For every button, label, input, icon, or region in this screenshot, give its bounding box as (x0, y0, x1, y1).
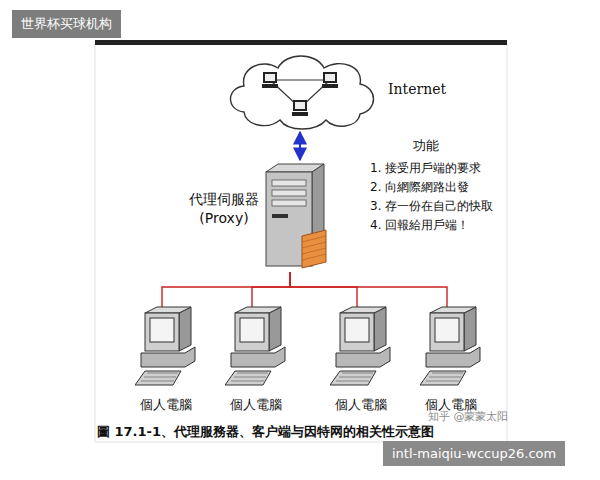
network-link (270, 80, 330, 108)
screen (150, 318, 174, 342)
node-illustration (225, 305, 287, 391)
computer-icon (262, 72, 278, 88)
figure-caption: 圖 17.1-1、代理服務器、客户端与因特网的相关性示意图 (97, 423, 434, 441)
node-label: 個人電腦 (230, 397, 282, 414)
keyboard (420, 371, 466, 385)
drive-bay (272, 180, 306, 186)
key-row (342, 373, 373, 374)
keyboard (330, 371, 376, 385)
monitor-top (340, 307, 386, 313)
monitor-top (145, 307, 191, 313)
drive-bay (272, 200, 306, 206)
keyboard (225, 371, 271, 385)
node-label: 代理伺服器 (Proxy) (186, 190, 262, 228)
computer-icon (292, 100, 308, 116)
key-row (231, 381, 264, 382)
key-row (144, 377, 176, 378)
function-item: 3. 存一份在自己的快取 (370, 198, 493, 215)
monitor-top (430, 307, 476, 313)
key-row (429, 377, 461, 378)
function-item: 1. 接受用戶端的要求 (370, 160, 481, 177)
key-row (426, 381, 459, 382)
firewall-brick (302, 248, 326, 254)
key-row (147, 373, 178, 374)
pc-base (336, 347, 390, 367)
key-row (141, 381, 174, 382)
monitor-top (235, 307, 281, 313)
monitor (340, 313, 374, 351)
top-rule (95, 40, 507, 45)
firewall-shield (302, 230, 326, 268)
keyboard (135, 371, 181, 385)
node-illustration (222, 50, 378, 130)
monitor-side (269, 307, 281, 351)
monitor (235, 313, 269, 351)
screen (345, 318, 369, 342)
monitor (430, 313, 464, 351)
monitor-side (374, 307, 386, 351)
computer-icon (322, 72, 338, 88)
key-row (336, 381, 369, 382)
firewall-brick (302, 254, 326, 260)
node-label: 個人電腦 (140, 397, 192, 414)
node-illustration (135, 305, 197, 391)
drive-bay (272, 190, 306, 196)
personal-computer: 個人電腦 (330, 305, 392, 391)
monitor-side (464, 307, 476, 351)
drive-bay (272, 214, 288, 218)
screen (240, 318, 264, 342)
internet-cloud: Internet (222, 50, 378, 130)
key-row (234, 377, 266, 378)
connector (299, 132, 301, 160)
key-row (237, 373, 268, 374)
cloud-outline (231, 56, 374, 129)
pc-base (141, 347, 195, 367)
node-label: 個人電腦 (335, 397, 387, 414)
watermark: intl-maiqiu-wccup26.com (383, 441, 565, 466)
firewall-brick (302, 242, 326, 248)
personal-computer: 個人電腦 (135, 305, 197, 391)
connector (290, 272, 447, 319)
node-label: Internet (388, 80, 446, 99)
function-item: 4. 回報給用戶端！ (370, 217, 469, 234)
pc-base (426, 347, 480, 367)
pc-base (231, 347, 285, 367)
figure-panel (95, 44, 507, 442)
key-row (339, 377, 371, 378)
function-item: 2. 向網際網路出發 (370, 179, 469, 196)
monitor (145, 313, 179, 351)
screen (435, 318, 459, 342)
key-row (432, 373, 463, 374)
proxy-server: 代理伺服器 (Proxy) (264, 162, 328, 270)
monitor-side (179, 307, 191, 351)
heading-label: 功能 (413, 137, 439, 155)
personal-computer: 個人電腦 (420, 305, 482, 391)
firewall-brick (302, 236, 326, 242)
watermark: 世界杯买球机构 (12, 10, 121, 38)
watermark: 知乎 @蒙蒙太阳 (428, 409, 509, 424)
node-illustration (420, 305, 482, 391)
node-illustration (330, 305, 392, 391)
personal-computer: 個人電腦 (225, 305, 287, 391)
node-illustration (264, 162, 328, 270)
